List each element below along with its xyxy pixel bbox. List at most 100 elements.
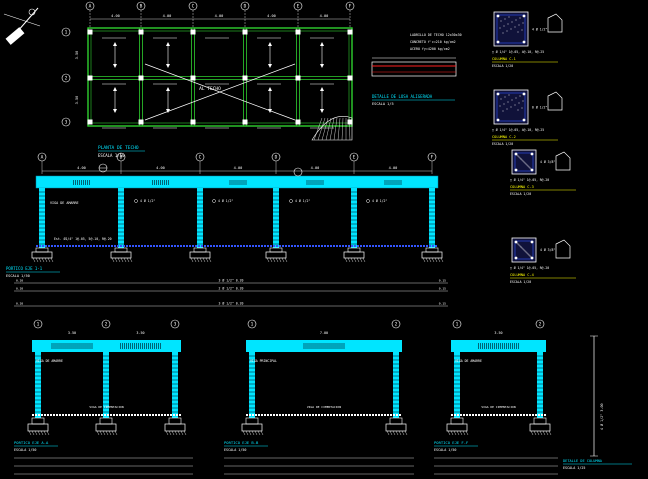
column-bar [514, 256, 518, 260]
elev-b0-column-0 [35, 352, 41, 418]
column-scale-2: ESCALA 1/20 [510, 192, 531, 196]
column-bar [522, 118, 526, 122]
elev-top-dimrow-0: 3 Ø 1/2" 0.20 [219, 278, 244, 283]
plan-column [295, 75, 301, 81]
column-bar [514, 152, 518, 156]
elev-top-dim-3: 4.00 [311, 166, 320, 170]
elev-b1-axis-1 [247, 319, 257, 329]
elev-b0-axis-3-label: 3 [174, 322, 177, 328]
plan-column [190, 29, 196, 35]
plan-column [295, 119, 301, 125]
elev-b0-dim-0: 3.50 [68, 331, 76, 335]
elev-top-bar-label-2: 4 Ø 1/2" [295, 198, 310, 203]
plan-dim-top-4: 4.00 [320, 14, 329, 18]
elev-top-bar-label-3: 4 Ø 1/2" [372, 198, 387, 203]
slab-note-1: LADRILLO DE TECHO 12x30x30 [410, 33, 462, 37]
plan-axis-E-label: E [297, 4, 300, 10]
column-bar [514, 168, 518, 172]
slab-note-2: CONCRETO f'c=210 kg/cm2 [410, 40, 456, 44]
stirrup-shape-icon [547, 13, 563, 33]
column-elev-text: 4 Ø 1/2" 3.00 [599, 403, 604, 430]
column-bar [530, 152, 534, 156]
elev-top-axis-B-label: B [120, 155, 123, 161]
elev-b2-title: PORTICO EJE F-F [434, 440, 469, 445]
plan-axis-C-label: C [192, 4, 195, 10]
plan-column [87, 29, 93, 35]
elev-b1-dim-0: 7.00 [320, 331, 328, 335]
column-elevation: 4 Ø 1/2" 3.00 DETALLE DE COLUMNA ESCALA … [563, 335, 632, 470]
column-title-3: COLUMNA C-4 [510, 273, 534, 277]
elev-b1-axis-2-label: 2 [395, 322, 398, 328]
elev-b2-column-0 [454, 352, 460, 418]
elev-b0-axis-2-label: 2 [105, 322, 108, 328]
elev-b0-title: PORTICO EJE A-A [14, 440, 49, 445]
plan-dim-left-1: 3.50 [75, 96, 79, 105]
column-stirrups-0: □ Ø 1/4" 1@.05, 4@.10, R@.25 [492, 49, 544, 54]
column-bar [530, 240, 534, 244]
elev-b0-column-1 [103, 352, 109, 418]
elev-top-axis-C-label: C [199, 155, 202, 161]
elev-top-axis-A-label: A [41, 155, 44, 161]
plan-axis-2-label: 2 [65, 76, 68, 82]
elev-top-dim-4: 4.00 [389, 166, 398, 170]
plan-column [138, 119, 144, 125]
plan-scale: ESCALA 1/50 [98, 153, 125, 158]
elev-b2-foot: VIGA DE CIMENTACION [481, 405, 516, 409]
elev-top-column-4 [351, 188, 357, 248]
column-bar [496, 118, 500, 122]
elev-top-footing-4 [343, 251, 365, 259]
hatch-icon [311, 116, 353, 141]
elev-b0-footing-1 [95, 423, 117, 432]
elev-top-dimrow-1: 2 Ø 1/2" 0.20 [219, 286, 244, 291]
plan-axis-A-label: A [89, 4, 92, 10]
column-bar [514, 240, 518, 244]
elev-top-footing-1 [110, 251, 132, 259]
plan-column [138, 75, 144, 81]
elev-top-scale: ESCALA 1/50 [6, 274, 30, 278]
elev-top-dim-0: 4.00 [77, 166, 86, 170]
elev-b0-column-2 [172, 352, 178, 418]
elev-top-label-1: Est. Ø1/4" 1@.05, 5@.10, R@.20 [54, 236, 112, 241]
elev-b0-beam [32, 340, 181, 352]
elev-top-column-5 [429, 188, 435, 248]
plan-column [87, 119, 93, 125]
elev-top-footing-0 [31, 251, 53, 259]
column-elev-scale: ESCALA 1/25 [563, 466, 585, 470]
plan-axis-D-label: D [244, 4, 247, 10]
plan-title: PLANTA DE TECHO [98, 145, 139, 151]
elev-top-beam [36, 176, 438, 188]
stirrup-shape-icon [555, 151, 571, 171]
column-bar [522, 92, 526, 96]
plan-column [242, 119, 248, 125]
column-bar [530, 256, 534, 260]
svg-text:0.20: 0.20 [16, 287, 23, 291]
elev-b0-axis-3 [170, 319, 180, 329]
slab-note-3: ACERO fy=4200 kg/cm2 [410, 47, 450, 51]
elev-b1-title: PORTICO EJE B-B [224, 440, 259, 445]
plan-column [242, 29, 248, 35]
plan-dim-top-1: 4.00 [163, 14, 172, 18]
stirrup-shape-icon [555, 239, 571, 259]
elev-top-dim-1: 4.00 [156, 166, 165, 170]
plan-grid [87, 27, 353, 129]
slab-detail: LADRILLO DE TECHO 12x30x30 CONCRETO f'c=… [371, 33, 462, 106]
plan-axis-F-label: F [349, 4, 352, 10]
elev-top-column-3 [273, 188, 279, 248]
elev-top-column-0 [39, 188, 45, 248]
column-scale-0: ESCALA 1/20 [492, 64, 513, 68]
column-title-1: COLUMNA C-2 [492, 135, 516, 139]
plan-axis-2 [61, 73, 71, 83]
plan-column [87, 75, 93, 81]
elev-b2-column-1 [537, 352, 543, 418]
column-elev-title: DETALLE DE COLUMNA [563, 459, 603, 463]
elev-top-column-2 [197, 188, 203, 248]
plan-center-label: AL TECHO [199, 86, 221, 92]
plan-column [347, 29, 353, 35]
column-bars-2: 4 Ø 3/8" [540, 159, 555, 164]
column-bars-3: 4 Ø 3/8" [540, 247, 555, 252]
elev-b0-footing-2 [164, 423, 186, 432]
elev-top-bar-label-1: 4 Ø 1/2" [218, 198, 233, 203]
column-bar [522, 40, 526, 44]
